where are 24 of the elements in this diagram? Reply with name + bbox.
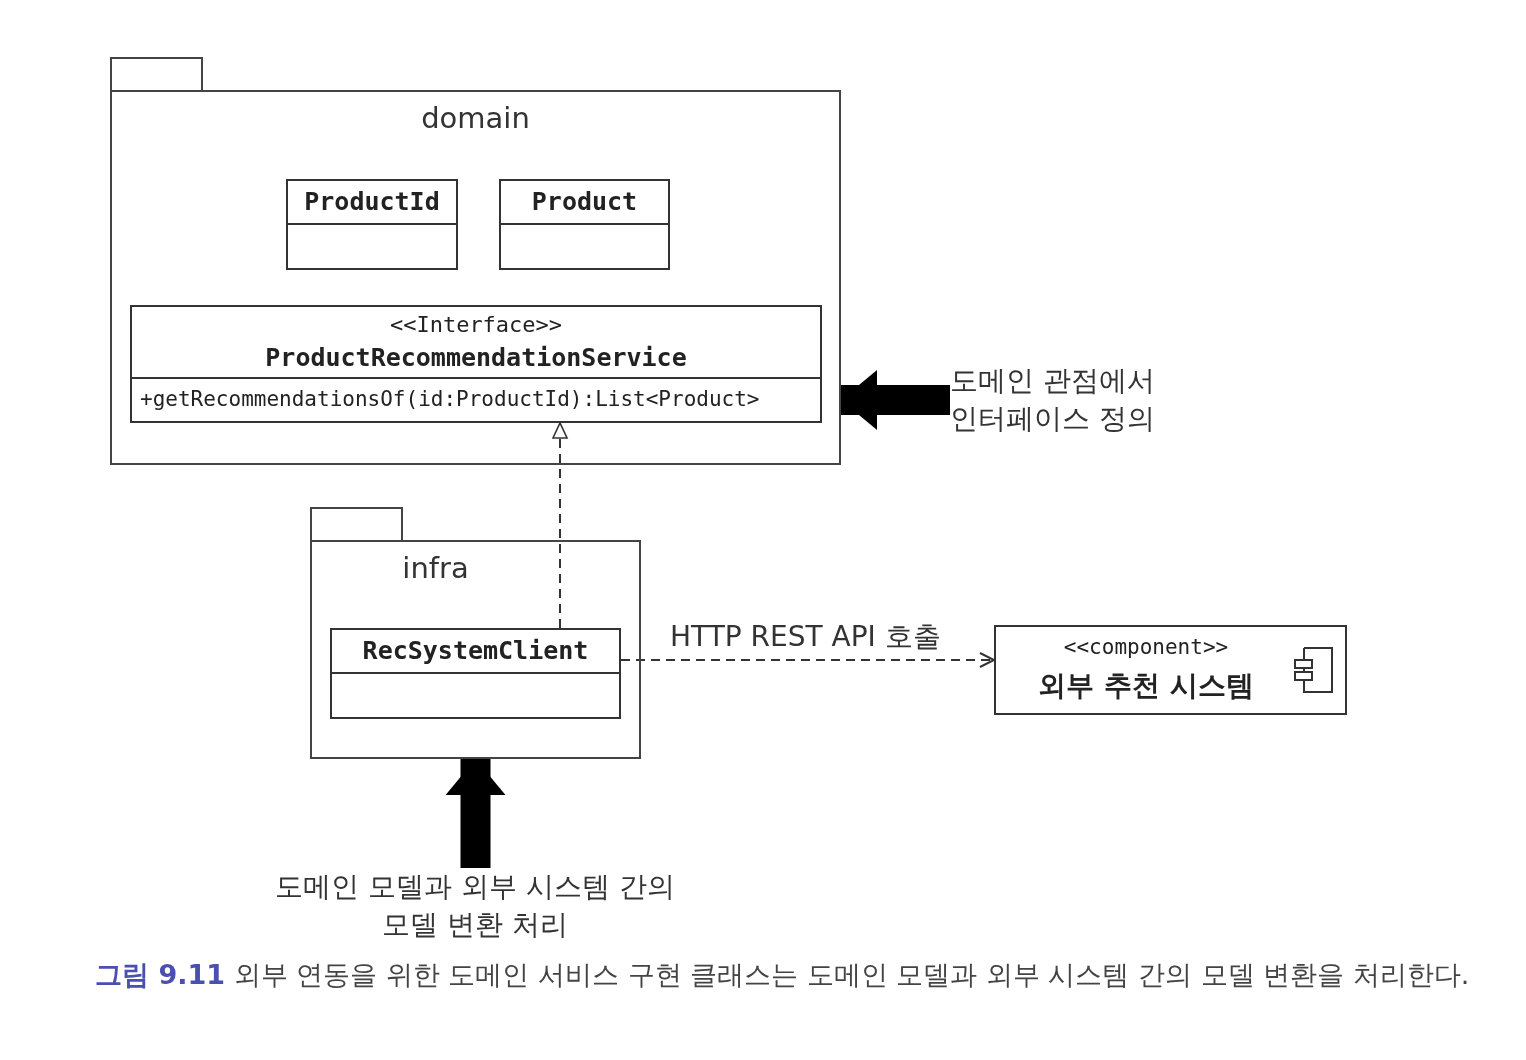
realization-arrow <box>552 422 568 629</box>
component-name: 외부 추천 시스템 <box>1037 668 1255 704</box>
class-box <box>286 179 458 270</box>
annotation-text: 도메인 모델과 외부 시스템 간의 모델 변환 처리 <box>274 869 676 943</box>
interface-box <box>130 305 822 423</box>
class-name: RecSystemClient <box>361 635 590 667</box>
class-name: ProductId <box>303 186 441 218</box>
figure-caption: 그림 9.11 외부 연동을 위한 도메인 서비스 구현 클래스는 도메인 모델과 외부 시스템 간의 모델 변환을 처리한다. <box>95 958 1470 992</box>
block-arrow <box>841 370 950 430</box>
package-name: domain <box>420 101 531 135</box>
package-frame <box>110 57 841 465</box>
class-box <box>330 628 621 719</box>
class-name: ProductRecommendationService <box>264 342 688 374</box>
block-arrow <box>445 759 506 868</box>
class-name: Product <box>530 186 639 218</box>
class-box <box>499 179 670 270</box>
component-box <box>994 625 1347 715</box>
package-name: infra <box>401 551 470 585</box>
package-frame <box>310 507 641 759</box>
stereotype: <<component>> <box>1062 635 1230 659</box>
annotation-text: 도메인 관점에서 인터페이스 정의 <box>950 363 1156 437</box>
dependency-arrow <box>620 652 995 668</box>
method-signature: +getRecommendationsOf(id:ProductId):List<Product> <box>139 386 761 413</box>
stereotype: <<Interface>> <box>388 311 564 339</box>
